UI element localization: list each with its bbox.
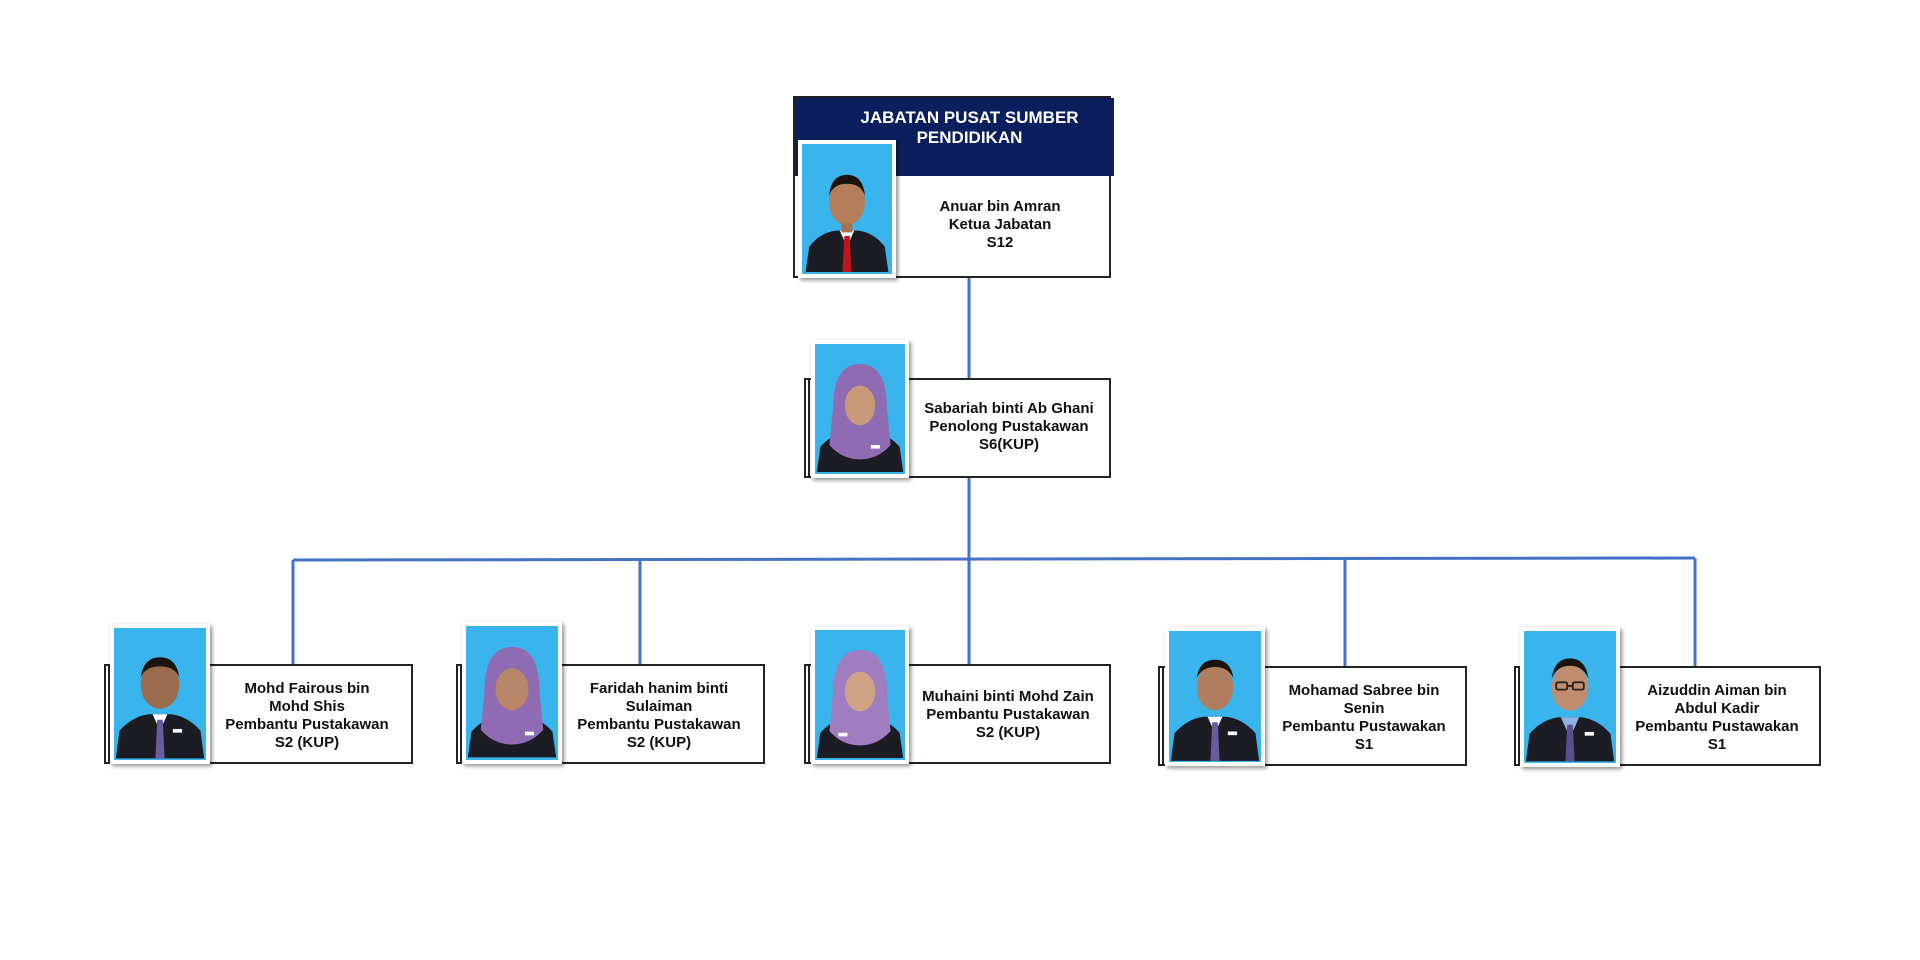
- head-name: Anuar bin Amran: [939, 198, 1061, 215]
- department-title-line1: JABATAN PUSAT SUMBER: [860, 108, 1079, 127]
- staff-info: Aizuddin Aiman bin Abdul Kadir Pembantu …: [1622, 682, 1812, 754]
- head-info: Anuar bin Amran Ketua Jabatan S12: [910, 198, 1090, 252]
- department-title-line2: PENDIDIKAN: [916, 128, 1023, 147]
- staff-grade: S1: [1354, 736, 1374, 753]
- head-photo: [798, 140, 896, 278]
- deputy-role: Penolong Pustakawan: [929, 418, 1089, 435]
- portrait-woman-purple-hijab-icon: [815, 632, 905, 758]
- staff-role: Pembantu Pustawakan: [1282, 718, 1446, 735]
- staff-name-line1: Aizuddin Aiman bin: [1647, 682, 1787, 699]
- deputy-bracket: [804, 378, 810, 478]
- staff-photo: [811, 626, 909, 764]
- staff-role: Pembantu Pustawakan: [1635, 718, 1799, 735]
- staff-role: Pembantu Pustakawan: [926, 706, 1090, 723]
- deputy-name: Sabariah binti Ab Ghani: [924, 400, 1094, 417]
- portrait-man-striped-tie-icon: [114, 629, 206, 759]
- staff-name-line2: Mohd Shis: [269, 698, 345, 715]
- staff-info: Mohamad Sabree bin Senin Pembantu Pustaw…: [1268, 682, 1460, 754]
- staff-name-line2: Senin: [1343, 700, 1385, 717]
- portrait-man-striped-tie-icon: [1169, 632, 1261, 761]
- staff-info: Faridah hanim binti Sulaiman Pembantu Pu…: [564, 680, 754, 752]
- staff-grade: S2 (KUP): [274, 734, 340, 751]
- staff-info: Mohd Fairous bin Mohd Shis Pembantu Pust…: [212, 680, 402, 752]
- staff-grade: S1: [1707, 736, 1727, 753]
- connector-horizontal-bar: [292, 556, 1696, 562]
- staff-name-line2: Abdul Kadir: [1674, 700, 1760, 717]
- head-grade: S12: [986, 234, 1014, 251]
- staff-photo: [1520, 627, 1620, 767]
- portrait-woman-purple-hijab-icon: [466, 628, 558, 758]
- staff-grade: S2 (KUP): [975, 724, 1041, 741]
- staff-role: Pembantu Pustakawan: [225, 716, 389, 733]
- staff-name-line1: Faridah hanim binti: [589, 680, 729, 697]
- staff-photo: [110, 624, 210, 764]
- staff-role: Pembantu Pustakawan: [577, 716, 741, 733]
- portrait-man-glasses-icon: [1524, 632, 1616, 762]
- head-role: Ketua Jabatan: [948, 216, 1052, 233]
- deputy-grade: S6(KUP): [978, 436, 1039, 453]
- staff-name-line2: Sulaiman: [625, 698, 693, 715]
- staff-bracket: [456, 664, 462, 764]
- staff-bracket: [1158, 666, 1164, 766]
- deputy-photo: [811, 340, 909, 478]
- staff-name-line1: Mohamad Sabree bin: [1288, 682, 1440, 699]
- staff-info: Muhaini binti Mohd Zain Pembantu Pustaka…: [910, 688, 1106, 742]
- portrait-man-red-tie-icon: [802, 146, 892, 272]
- staff-bracket: [1514, 666, 1520, 766]
- staff-bracket: [804, 664, 810, 764]
- portrait-woman-purple-hijab-icon: [815, 346, 905, 472]
- staff-grade: S2 (KUP): [626, 734, 692, 751]
- staff-name-line1: Muhaini binti Mohd Zain: [922, 688, 1094, 705]
- staff-photo: [1165, 627, 1265, 766]
- staff-name-line1: Mohd Fairous bin: [244, 680, 370, 697]
- staff-photo: [462, 622, 562, 764]
- staff-bracket: [104, 664, 110, 764]
- deputy-info: Sabariah binti Ab Ghani Penolong Pustaka…: [914, 400, 1104, 454]
